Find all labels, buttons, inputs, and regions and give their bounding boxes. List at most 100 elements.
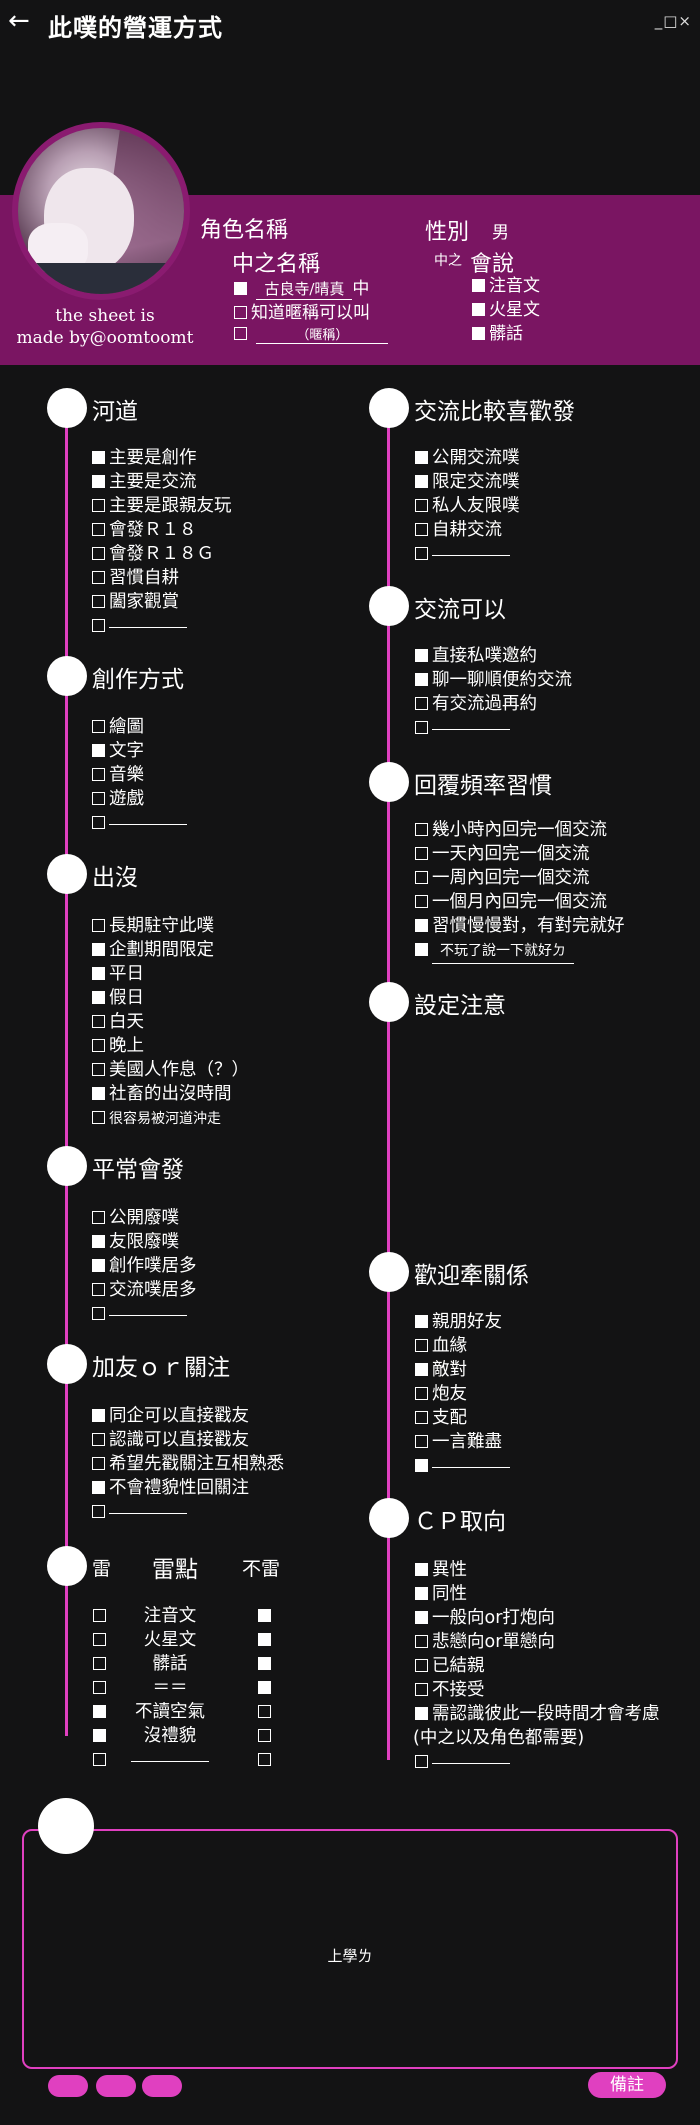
note-item[interactable]: 不玩了說一下就好ㄉ: [415, 938, 625, 964]
blank-line[interactable]: [109, 1315, 187, 1316]
nickname-field[interactable]: （暱稱）: [256, 324, 389, 344]
zhong-name-checkbox[interactable]: [234, 282, 247, 295]
list-item[interactable]: 悲戀向or單戀向: [415, 1630, 660, 1654]
list-item[interactable]: 異性: [415, 1558, 660, 1582]
list-item[interactable]: 公開廢噗: [92, 1206, 197, 1230]
list-item[interactable]: 親朋好友: [415, 1310, 510, 1334]
blank-line[interactable]: [109, 1513, 187, 1514]
list-item[interactable]: 一般向or打炮向: [415, 1606, 660, 1630]
page-title: 此噗的營運方式: [48, 14, 223, 42]
list-item[interactable]: 文字: [92, 739, 187, 763]
list-item[interactable]: 音樂: [92, 763, 187, 787]
nickname-field-checkbox[interactable]: [234, 327, 247, 340]
list-item[interactable]: 假日: [92, 986, 249, 1010]
list-item[interactable]: 習慣自耕: [92, 566, 232, 590]
list-item[interactable]: 希望先戳關注互相熟悉: [92, 1452, 284, 1476]
section-title-prefer: 交流比較喜歡發: [414, 399, 575, 425]
list-item[interactable]: 一天內回完一個交流: [415, 842, 625, 866]
language-item[interactable]: 火星文: [472, 298, 540, 322]
section-title-notice: 設定注意: [414, 993, 506, 1019]
list-item[interactable]: 白天: [92, 1010, 249, 1034]
list-item[interactable]: 一周內回完一個交流: [415, 866, 625, 890]
list-item[interactable]: 不會禮貌性回關注: [92, 1476, 284, 1500]
list-item[interactable]: 闔家觀賞: [92, 590, 232, 614]
blank-line[interactable]: [432, 1763, 510, 1764]
list-item[interactable]: 聊一聊順便約交流: [415, 668, 572, 692]
blank-item[interactable]: [415, 1454, 510, 1478]
role-name-label: 角色名稱: [200, 218, 289, 243]
notes-box[interactable]: [22, 1829, 678, 2069]
table-row: 不讀空氣: [93, 1700, 275, 1724]
list-item[interactable]: 支配: [415, 1406, 510, 1430]
pill-button-2[interactable]: [96, 2075, 136, 2097]
pill-button-3[interactable]: [142, 2075, 182, 2097]
blank-line[interactable]: [131, 1761, 209, 1762]
list-item[interactable]: 同性: [415, 1582, 660, 1606]
list-item[interactable]: 習慣慢慢對，有對完就好: [415, 914, 625, 938]
blank-line[interactable]: [109, 824, 187, 825]
section-node: [369, 1252, 409, 1292]
blank-item[interactable]: [92, 1302, 197, 1326]
list-item[interactable]: 主要是創作: [92, 446, 232, 470]
list-item[interactable]: 有交流過再約: [415, 692, 572, 716]
language-item[interactable]: 注音文: [472, 274, 540, 298]
gender-value: 男: [492, 223, 509, 243]
list-item[interactable]: 企劃期間限定: [92, 938, 249, 962]
blank-item[interactable]: [415, 542, 520, 566]
remark-button[interactable]: 備註: [588, 2072, 666, 2098]
left-timeline: [65, 408, 68, 1736]
list-item[interactable]: 社畜的出沒時間: [92, 1082, 249, 1106]
list-item[interactable]: 長期駐守此噗: [92, 914, 249, 938]
nickname-checkbox[interactable]: [234, 306, 247, 319]
blank-line[interactable]: [109, 627, 187, 628]
zhong-name-value[interactable]: 古良寺/晴真: [256, 278, 353, 300]
list-item[interactable]: 創作噗居多: [92, 1254, 197, 1278]
list-item[interactable]: 已結親: [415, 1654, 660, 1678]
pill-button-1[interactable]: [48, 2075, 88, 2097]
blank-item[interactable]: [415, 716, 572, 740]
blank-line[interactable]: [432, 729, 510, 730]
list-item[interactable]: 公開交流噗: [415, 446, 520, 470]
list-item[interactable]: 主要是交流: [92, 470, 232, 494]
list-item[interactable]: 會發Ｒ１８Ｇ: [92, 542, 232, 566]
blank-item[interactable]: [92, 1500, 284, 1524]
list-item[interactable]: 平日: [92, 962, 249, 986]
blank-line[interactable]: [432, 555, 510, 556]
list-item[interactable]: 一個月內回完一個交流: [415, 890, 625, 914]
list-item[interactable]: 認識可以直接戳友: [92, 1428, 284, 1452]
note-item[interactable]: 很容易被河道沖走: [92, 1106, 249, 1131]
list-item[interactable]: 繪圖: [92, 715, 187, 739]
list-item[interactable]: 需認識彼此一段時間才會考慮: [415, 1702, 660, 1726]
blank-line[interactable]: [432, 1467, 510, 1468]
blank-item[interactable]: [92, 614, 232, 638]
list-item[interactable]: 自耕交流: [415, 518, 520, 542]
thunder-head-left: 雷: [92, 1558, 112, 1580]
window-controls[interactable]: _□×: [654, 12, 692, 30]
blank-item[interactable]: [415, 1750, 510, 1774]
list-item[interactable]: 友限廢噗: [92, 1230, 197, 1254]
nickname-label: 知道暱稱可以叫: [251, 303, 370, 323]
list-item[interactable]: 會發Ｒ１８: [92, 518, 232, 542]
section-node: [47, 854, 87, 894]
list-item[interactable]: 一言難盡: [415, 1430, 510, 1454]
list-item[interactable]: 美國人作息（？）: [92, 1058, 249, 1082]
list-item[interactable]: 血緣: [415, 1334, 510, 1358]
list-item[interactable]: 不接受: [415, 1678, 660, 1702]
list-item[interactable]: 幾小時內回完一個交流: [415, 818, 625, 842]
list-item[interactable]: 私人友限噗: [415, 494, 520, 518]
list-item[interactable]: 炮友: [415, 1382, 510, 1406]
blank-item[interactable]: [92, 811, 187, 835]
thunder-head-mid: 雷點: [152, 1557, 198, 1583]
list-item[interactable]: 交流噗居多: [92, 1278, 197, 1302]
list-item[interactable]: 限定交流噗: [415, 470, 520, 494]
back-arrow-icon[interactable]: ←: [8, 6, 30, 36]
list-item[interactable]: 敵對: [415, 1358, 510, 1382]
section-node: [369, 762, 409, 802]
list-item[interactable]: 同企可以直接戳友: [92, 1404, 284, 1428]
zhong-name-row: 古良寺/晴真中: [234, 274, 369, 300]
list-item[interactable]: 主要是跟親友玩: [92, 494, 232, 518]
list-item[interactable]: 晚上: [92, 1034, 249, 1058]
list-item[interactable]: 遊戲: [92, 787, 187, 811]
language-item[interactable]: 髒話: [472, 322, 540, 346]
list-item[interactable]: 直接私噗邀約: [415, 644, 572, 668]
